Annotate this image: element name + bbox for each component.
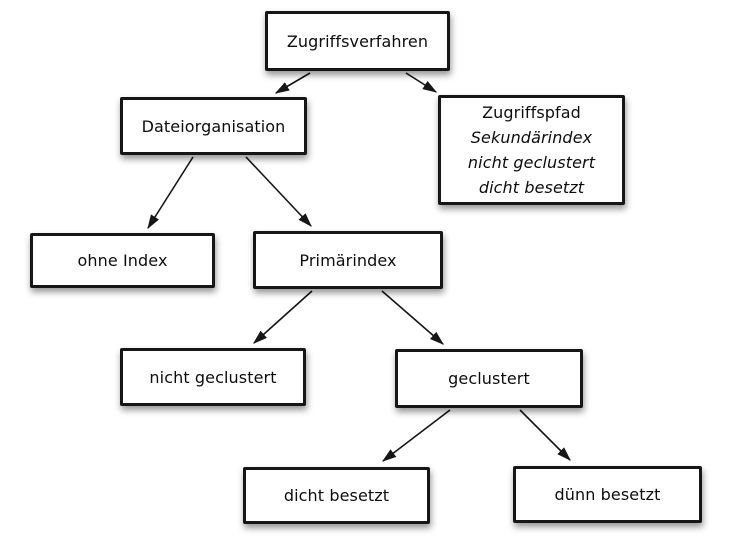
- node-label-line-2: Sekundärindex: [470, 128, 593, 147]
- node-zugriffspfad: Zugriffspfad Sekundärindex nicht geclust…: [438, 95, 625, 205]
- node-label: Dateiorganisation: [141, 116, 286, 136]
- node-duenn-besetzt: dünn besetzt: [513, 466, 702, 523]
- node-label: Zugriffsverfahren: [286, 31, 429, 51]
- node-label-line-3: nicht geclustert: [467, 153, 596, 172]
- node-ohne-index: ohne Index: [30, 233, 215, 288]
- edge-geclustert-duenn-besetzt: [519, 409, 571, 461]
- node-zugriffsverfahren: Zugriffsverfahren: [265, 11, 450, 71]
- edge-primaerindex-geclustert: [381, 290, 444, 345]
- node-label: dünn besetzt: [554, 485, 661, 504]
- edge-dateiorganisation-ohne-index: [147, 156, 194, 230]
- edge-dateiorganisation-primaerindex: [245, 156, 312, 227]
- edge-zugriffsverfahren-zugriffspfad: [405, 72, 438, 93]
- node-geclustert: geclustert: [395, 349, 583, 408]
- node-label: Primärindex: [299, 250, 397, 270]
- node-dateiorganisation: Dateiorganisation: [120, 97, 307, 155]
- node-primaerindex: Primärindex: [253, 231, 443, 289]
- edge-geclustert-dicht-besetzt: [381, 409, 451, 462]
- node-label: ohne Index: [77, 251, 168, 270]
- node-label-line-1: Zugriffspfad: [482, 103, 581, 122]
- node-label: geclustert: [448, 369, 530, 388]
- node-label-line-4: dicht besetzt: [478, 178, 585, 197]
- edge-zugriffsverfahren-dateiorganisation: [274, 72, 311, 94]
- edge-primaerindex-nicht-geclustert: [253, 290, 313, 344]
- node-label: dicht besetzt: [283, 486, 390, 505]
- node-dicht-besetzt: dicht besetzt: [243, 467, 430, 524]
- node-label: nicht geclustert: [149, 367, 277, 387]
- node-nicht-geclustert: nicht geclustert: [120, 348, 306, 406]
